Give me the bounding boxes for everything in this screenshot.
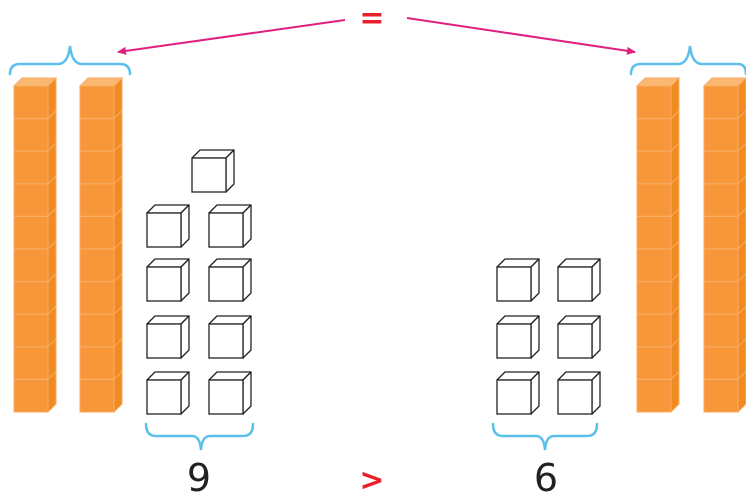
left-unit-cube: [208, 315, 252, 359]
left-unit-cube: [146, 258, 190, 302]
left-tens-brace: [8, 45, 132, 76]
right-unit-cube: [496, 371, 540, 415]
left-ten-rod: [78, 76, 124, 414]
left-unit-cube: [146, 371, 190, 415]
left-unit-cube: [208, 371, 252, 415]
right-unit-cube: [557, 258, 601, 302]
left-ones-brace: [144, 422, 255, 451]
arrow-to-left-tens: [117, 19, 346, 55]
right-ones-brace: [491, 422, 599, 451]
arrow-to-right-tens: [406, 17, 636, 55]
left-unit-cube: [191, 149, 235, 193]
left-unit-cube: [208, 258, 252, 302]
right-ten-rod: [702, 77, 746, 414]
right-tens-brace: [629, 45, 746, 76]
right-ten-rod: [635, 76, 681, 414]
right-ones-count: 6: [534, 456, 558, 498]
left-ten-rod: [12, 76, 58, 414]
equal-sign: =: [359, 1, 384, 36]
left-unit-cube: [146, 315, 190, 359]
left-unit-cube: [146, 204, 190, 248]
right-unit-cube: [557, 315, 601, 359]
right-unit-cube: [496, 315, 540, 359]
right-unit-cube: [496, 258, 540, 302]
left-unit-cube: [208, 204, 252, 248]
left-ones-count: 9: [187, 456, 211, 498]
right-unit-cube: [557, 371, 601, 415]
comparison-sign: >: [359, 463, 384, 498]
